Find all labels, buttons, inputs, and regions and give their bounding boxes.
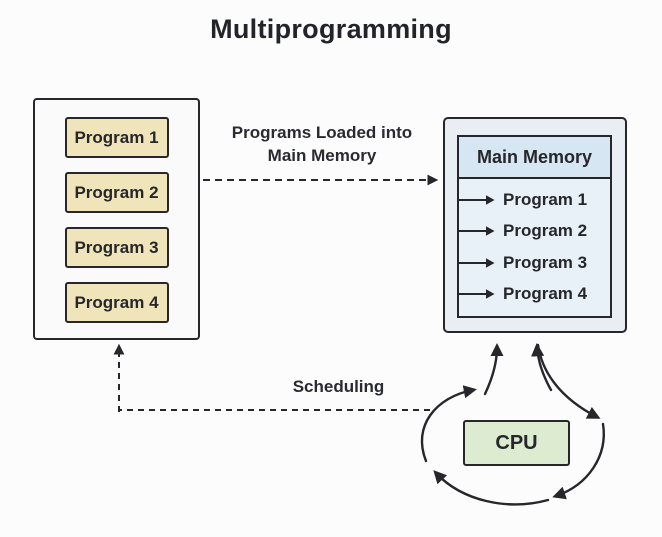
cpu-to-memory-right-arrow <box>531 343 553 392</box>
main-memory-box: Main Memory Program 1 Program 2 Program … <box>443 117 627 333</box>
cpu-cycle-bottom-left-arc-arrow <box>433 470 550 506</box>
scheduling-label: Scheduling <box>292 377 385 396</box>
memory-program-row: Program 1 <box>459 184 610 216</box>
memory-row-arrow-icon <box>459 289 495 300</box>
main-memory-inner-box: Main Memory Program 1 Program 2 Program … <box>457 135 612 318</box>
cpu-to-memory-left-arrow <box>483 343 504 396</box>
load-arrow-label-line2: Main Memory <box>267 146 377 165</box>
memory-to-cpu-right-arc-arrow <box>536 343 601 419</box>
program-1-box: Program 1 <box>64 117 169 158</box>
main-memory-header: Main Memory <box>459 137 610 179</box>
memory-program-label: Program 1 <box>503 189 588 209</box>
memory-program-row: Program 4 <box>459 279 610 311</box>
memory-row-arrow-icon <box>459 257 495 268</box>
program-pool-box: Program 1 Program 2 Program 3 Program 4 <box>33 98 200 340</box>
memory-program-row: Program 3 <box>459 247 610 279</box>
memory-program-label: Program 3 <box>503 252 588 272</box>
program-2-box: Program 2 <box>64 172 169 213</box>
program-3-box: Program 3 <box>64 227 169 268</box>
cpu-box: CPU <box>463 420 570 466</box>
load-arrow-label-line1: Programs Loaded into <box>231 123 413 142</box>
program-4-box: Program 4 <box>64 282 169 323</box>
memory-program-label: Program 4 <box>503 284 588 304</box>
memory-row-arrow-icon <box>459 194 495 205</box>
memory-program-label: Program 2 <box>503 221 588 241</box>
diagram-title: Multiprogramming <box>210 14 452 44</box>
main-memory-list: Program 1 Program 2 Program 3 Program 4 <box>459 179 610 316</box>
load-arrow-label: Programs Loaded into Main Memory <box>204 121 440 167</box>
memory-row-arrow-icon <box>459 226 495 237</box>
memory-program-row: Program 2 <box>459 216 610 248</box>
